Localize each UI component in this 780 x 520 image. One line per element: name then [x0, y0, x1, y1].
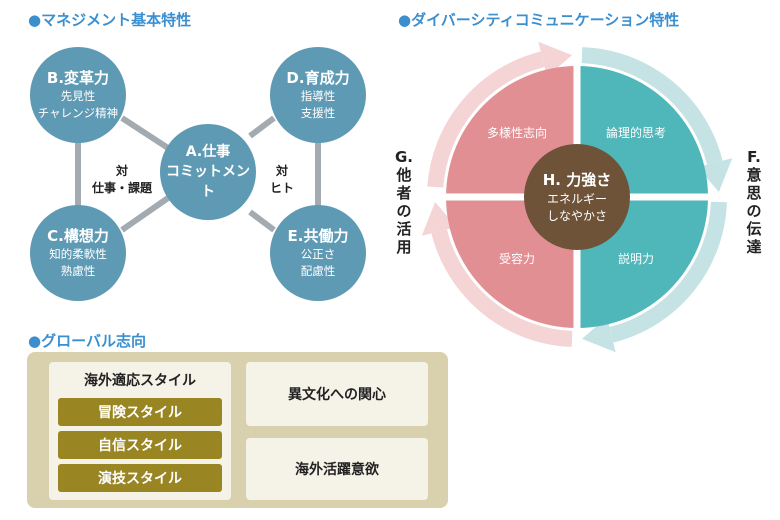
node-sub: 支援性	[300, 106, 336, 120]
relation-line: ヒト	[269, 181, 294, 195]
quadrant-logical-thinking: 論理的思考	[605, 126, 666, 140]
node-sub: 先見性	[60, 89, 96, 103]
arrow-top-right-band	[581, 47, 723, 165]
node-sub: チャレンジ精神	[37, 106, 119, 120]
node-sub: 公正さ	[300, 247, 336, 261]
style-confidence: 自信スタイル	[58, 431, 222, 459]
relation-people: 対 ヒト	[262, 163, 302, 197]
node-c-conception: C.構想力 知的柔軟性 熟慮性	[30, 205, 126, 301]
relation-line: 仕事・課題	[91, 181, 152, 195]
arrow-top-left-band	[427, 51, 545, 188]
node-a-commitment: A.仕事 コミットメント	[160, 124, 256, 220]
core-circle	[524, 144, 630, 250]
arrow-bottom-left-band	[431, 229, 573, 347]
node-title: E.共働力	[287, 227, 349, 245]
global-section-title: ●グローバル志向	[28, 332, 146, 350]
node-title: D.育成力	[286, 69, 350, 87]
relation-line: 対	[115, 164, 128, 178]
quadrant-acceptance: 受容力	[498, 252, 535, 266]
arrow-top-left-head	[538, 41, 572, 77]
node-title: B.変革力	[46, 69, 110, 87]
cross-cultural-interest: 異文化への関心	[246, 362, 428, 426]
core-line: エネルギー	[546, 192, 607, 206]
node-sub: 指導性	[300, 89, 336, 103]
side-label-utilize-others: G.他者の活用	[395, 148, 414, 256]
core-strength: H. 力強さ エネルギー しなやかさ	[524, 144, 630, 250]
relation-line: 対	[275, 164, 288, 178]
connector-a-d	[248, 115, 276, 139]
management-section-title: ●マネジメント基本特性	[28, 11, 192, 29]
overseas-motivation: 海外活躍意欲	[246, 438, 428, 500]
style-performance: 演技スタイル	[58, 464, 222, 492]
core-title: H. 力強さ	[542, 171, 612, 189]
quadrant-diversity-orientation: 多様性志向	[486, 126, 547, 140]
connector-a-b	[120, 115, 170, 151]
quadrant-explanation: 説明力	[617, 252, 654, 266]
node-sub: コミットメント	[166, 164, 250, 200]
node-sub: 知的柔軟性	[49, 247, 107, 261]
node-sub: 配慮性	[300, 264, 336, 278]
management-connectors	[75, 115, 321, 233]
diversity-section-title: ●ダイバーシティコミュニケーション特性	[398, 11, 680, 29]
arrow-bottom-right-band	[609, 201, 727, 343]
arrow-bottom-left-head	[421, 202, 457, 236]
diversity-wheel	[412, 32, 742, 362]
side-label-convey-intent: F.意思の伝達	[746, 148, 762, 256]
style-adventure: 冒険スタイル	[58, 398, 222, 426]
connector-a-c	[120, 195, 170, 233]
node-d-development: D.育成力 指導性 支援性	[270, 47, 366, 143]
core-line: しなやかさ	[546, 209, 607, 223]
adaptation-style-title: 海外適応スタイル	[84, 373, 196, 389]
global-orientation-box: 海外適応スタイル 冒険スタイル 自信スタイル 演技スタイル 異文化への関心 海外…	[27, 352, 448, 508]
node-title: A.仕事	[185, 144, 231, 160]
connector-a-e	[248, 209, 276, 233]
relation-task: 対 仕事・課題	[88, 163, 156, 197]
node-e-collaboration: E.共働力 公正さ 配慮性	[270, 205, 366, 301]
node-title: C.構想力	[47, 227, 109, 245]
node-sub: 熟慮性	[60, 264, 96, 278]
node-b-transformation: B.変革力 先見性 チャレンジ精神	[30, 47, 126, 143]
arrow-bottom-right-head	[582, 317, 616, 353]
arrow-top-right-head	[697, 158, 733, 192]
adaptation-style-panel: 海外適応スタイル 冒険スタイル 自信スタイル 演技スタイル	[49, 362, 231, 500]
